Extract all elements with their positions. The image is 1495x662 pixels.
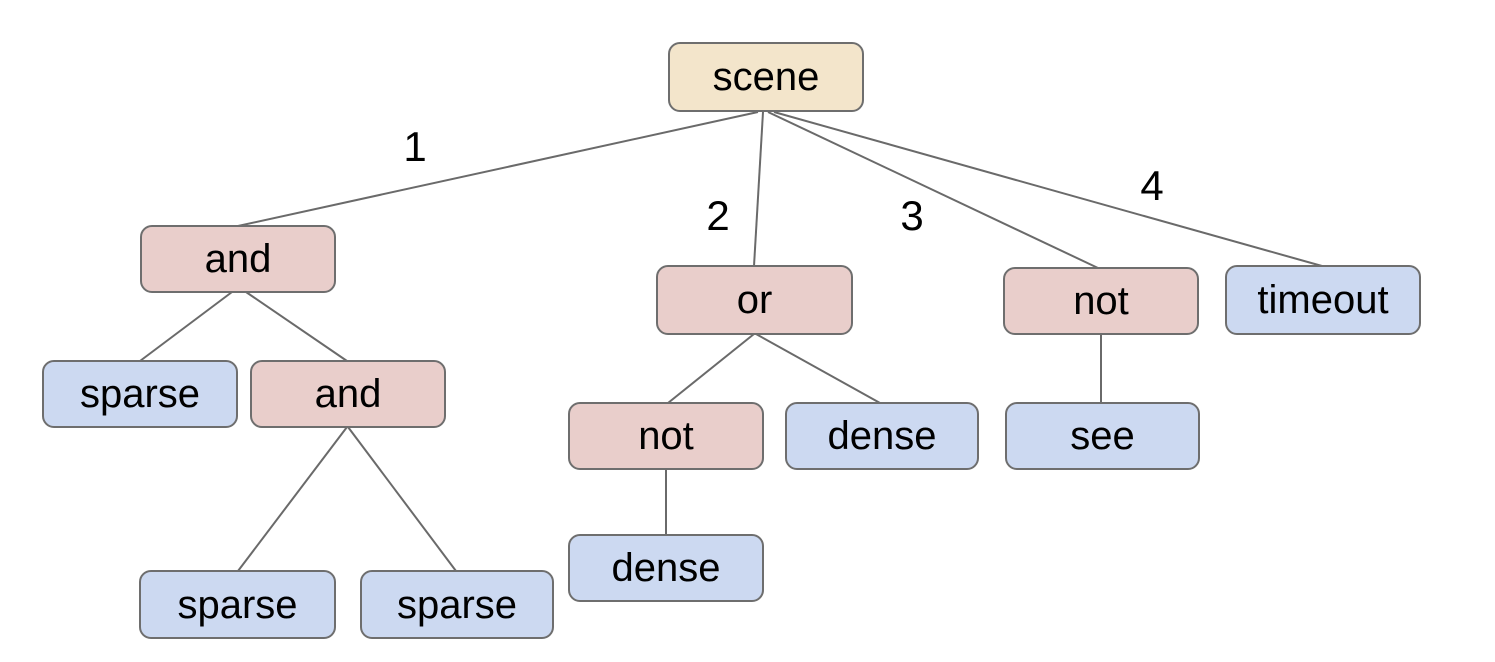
node-sparse-1: sparse (42, 360, 238, 428)
edge-label-3: 3 (900, 192, 924, 239)
edge-scene-timeout (773, 111, 1323, 267)
edge-label-1: 1 (403, 123, 427, 170)
node-and-1: and (140, 225, 336, 293)
node-dense-1: dense (785, 402, 979, 470)
edge-and2-sparse2 (237, 426, 348, 572)
edge-or-dense1 (755, 333, 881, 404)
edge-label-4: 4 (1140, 162, 1164, 209)
edge-and2-sparse3 (347, 426, 457, 572)
edge-and1-and2 (245, 291, 348, 362)
node-dense-2: dense (568, 534, 764, 602)
edge-or-not2 (667, 333, 755, 404)
node-see: see (1005, 402, 1200, 470)
node-and-2: and (250, 360, 446, 428)
node-timeout: timeout (1225, 265, 1421, 335)
node-sparse-3: sparse (360, 570, 554, 639)
node-or: or (656, 265, 853, 335)
node-sparse-2: sparse (139, 570, 336, 639)
edge-scene-and1 (237, 111, 759, 227)
node-not-2: not (568, 402, 764, 470)
edge-scene-or (753, 111, 764, 267)
node-not-1: not (1003, 267, 1199, 335)
edge-scene-not1 (767, 111, 1099, 269)
edge-and1-sparse1 (139, 291, 233, 362)
edge-label-2: 2 (706, 192, 730, 239)
node-scene: scene (668, 42, 864, 112)
